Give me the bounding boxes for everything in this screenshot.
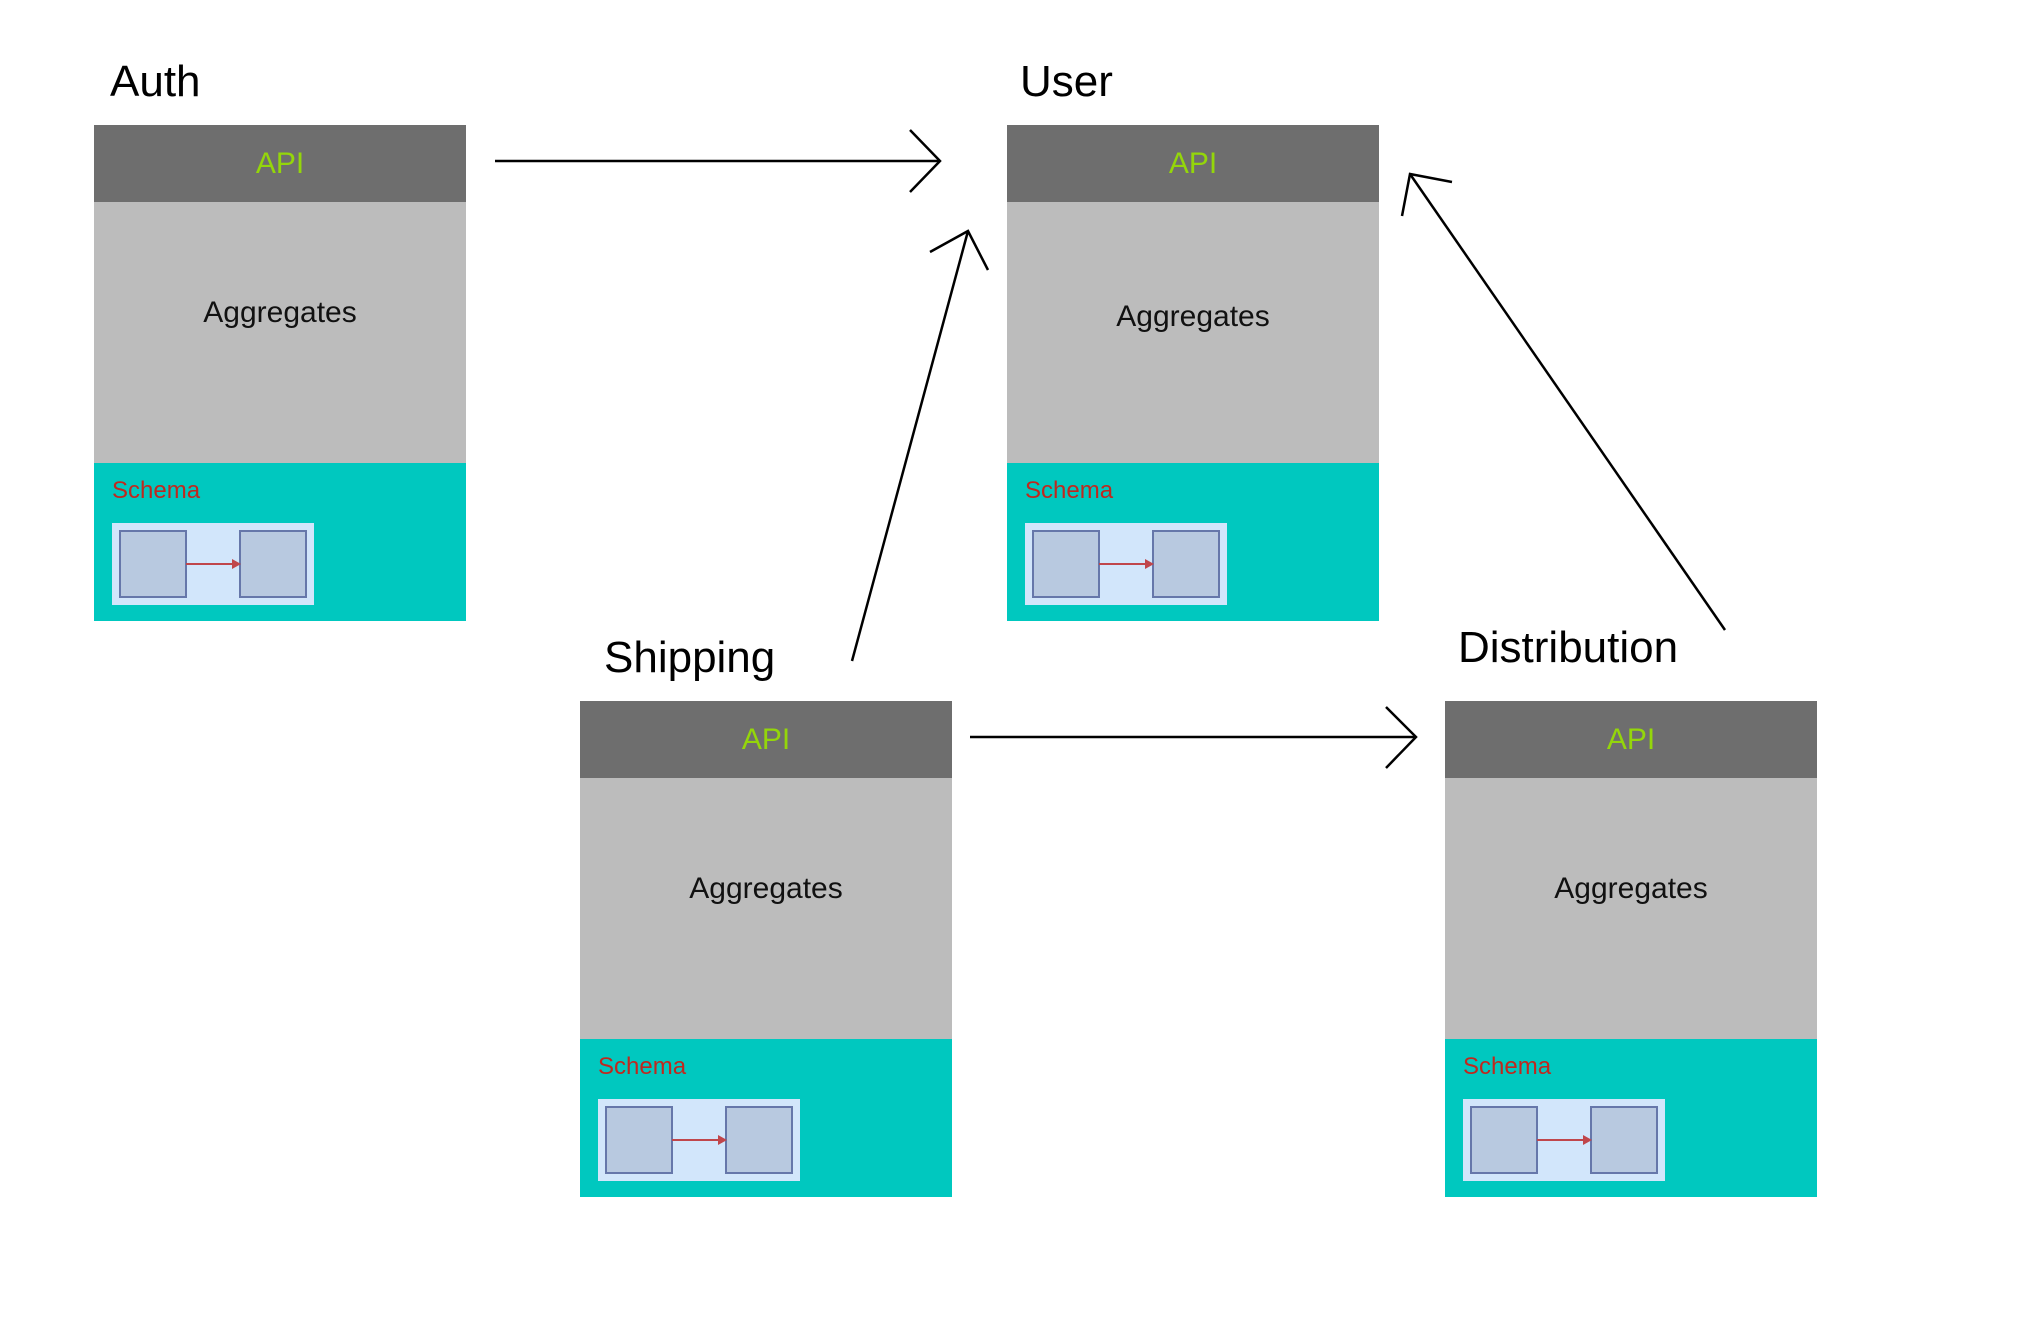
distribution-schema-diagram-icon	[1463, 1099, 1665, 1181]
arrow-shipping-to-distribution	[970, 706, 1418, 769]
shipping-api-label: API	[741, 722, 791, 756]
auth-schema-layer: Schema	[94, 463, 466, 621]
distribution-aggregates-layer: Aggregates	[1445, 778, 1817, 1039]
shipping-schema-diagram-icon	[598, 1099, 800, 1181]
distribution-schema-label: Schema	[1463, 1053, 1552, 1080]
auth-aggregates-layer: Aggregates	[94, 202, 466, 463]
auth-api-layer: API	[94, 125, 466, 202]
auth-schema-diagram-icon	[112, 523, 314, 605]
user-title: User	[1020, 57, 1113, 106]
auth-api-label: API	[255, 146, 305, 180]
shipping-schema-label: Schema	[598, 1053, 687, 1080]
auth-aggregates-label: Aggregates	[203, 296, 357, 329]
distribution-aggregates-label: Aggregates	[1554, 872, 1708, 905]
user-aggregates-label: Aggregates	[1116, 300, 1270, 333]
shipping-schema-layer: Schema	[580, 1039, 952, 1197]
user-api-layer: API	[1007, 125, 1379, 202]
arrow-shipping-to-user	[850, 229, 990, 662]
distribution-api-label: API	[1606, 722, 1656, 756]
auth-service: API Aggregates Schema	[94, 125, 466, 621]
user-schema-label: Schema	[1025, 477, 1114, 504]
auth-schema-label: Schema	[112, 477, 201, 504]
distribution-title: Distribution	[1458, 623, 1679, 672]
shipping-aggregates-layer: Aggregates	[580, 778, 952, 1039]
distribution-api-layer: API	[1445, 701, 1817, 778]
distribution-schema-layer: Schema	[1445, 1039, 1817, 1197]
user-schema-diagram-icon	[1025, 523, 1227, 605]
shipping-title: Shipping	[604, 633, 776, 682]
user-service: API Aggregates Schema	[1007, 125, 1379, 621]
user-api-label: API	[1168, 146, 1218, 180]
arrow-auth-to-user	[495, 129, 942, 193]
user-schema-layer: Schema	[1007, 463, 1379, 621]
shipping-service: API Aggregates Schema	[580, 701, 952, 1197]
auth-title: Auth	[110, 57, 201, 106]
user-aggregates-layer: Aggregates	[1007, 202, 1379, 463]
distribution-service: API Aggregates Schema	[1445, 701, 1817, 1197]
shipping-aggregates-label: Aggregates	[689, 872, 843, 905]
shipping-api-layer: API	[580, 701, 952, 778]
arrow-distribution-to-user	[1400, 172, 1727, 631]
